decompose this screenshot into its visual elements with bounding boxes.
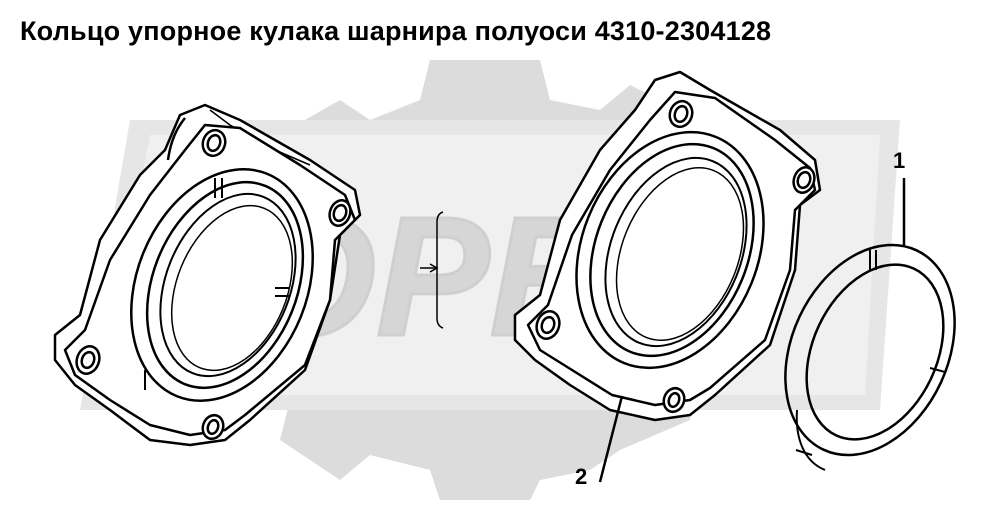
diagram-title: Кольцо упорное кулака шарнира полуоси 43… bbox=[20, 16, 772, 46]
right-flange bbox=[513, 70, 822, 422]
thrust-ring bbox=[784, 243, 956, 471]
callout-2: 2 bbox=[575, 464, 588, 489]
leader-line-2 bbox=[598, 395, 624, 483]
dimension-mark bbox=[420, 211, 444, 329]
left-flange bbox=[53, 103, 362, 447]
callout-1: 1 bbox=[893, 148, 906, 173]
leader-lines bbox=[598, 178, 906, 483]
